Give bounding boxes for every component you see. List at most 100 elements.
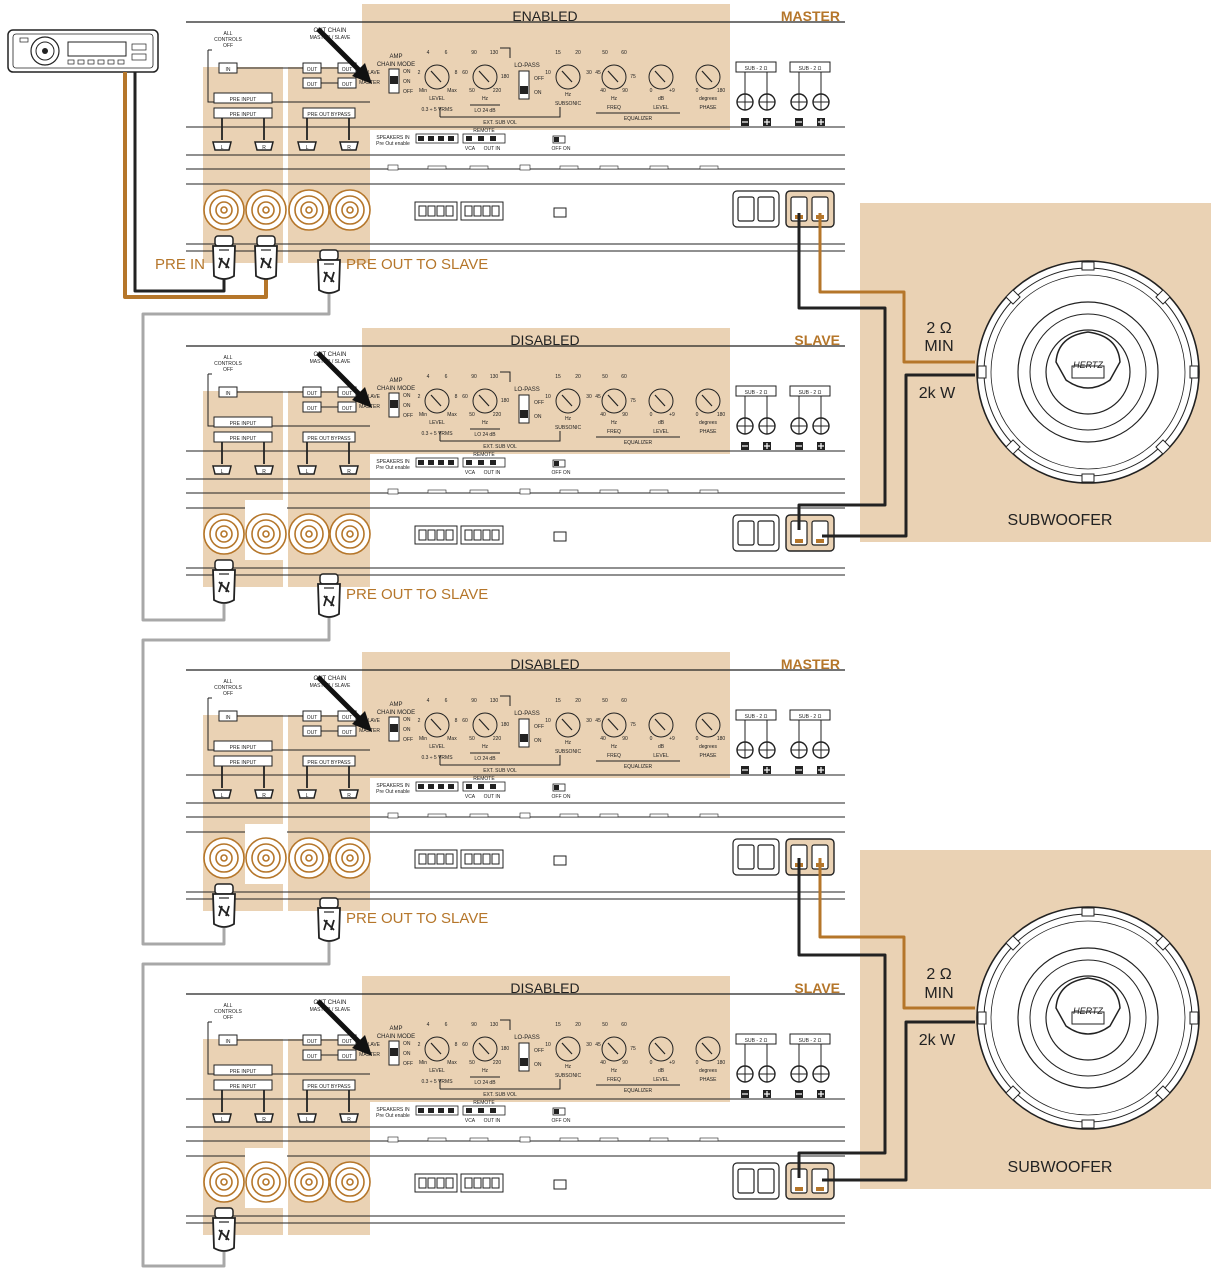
svg-text:8: 8	[455, 70, 458, 76]
svg-text:0: 0	[696, 1060, 699, 1066]
svg-text:OUT IN: OUT IN	[484, 1118, 501, 1124]
svg-text:75: 75	[630, 398, 636, 404]
svg-text:dB: dB	[658, 1068, 665, 1074]
subwoofer-2-brand: HERTZ	[1073, 1006, 1103, 1016]
svg-text:OUT: OUT	[307, 406, 318, 412]
svg-text:SLAVE: SLAVE	[364, 70, 380, 76]
svg-text:OFF: OFF	[534, 1048, 544, 1054]
svg-text:OFF: OFF	[403, 413, 413, 419]
svg-text:Min: Min	[419, 1060, 427, 1066]
svg-text:OFF: OFF	[223, 367, 233, 373]
svg-text:LO-PASS: LO-PASS	[514, 1035, 540, 1041]
sub-2-label: SUBWOOFER	[1008, 1159, 1113, 1176]
svg-text:15: 15	[555, 698, 561, 704]
svg-text:Max: Max	[447, 736, 457, 742]
svg-text:Pre Out enable: Pre Out enable	[376, 141, 410, 147]
svg-text:0: 0	[650, 88, 653, 94]
svg-text:LEVEL: LEVEL	[653, 105, 669, 111]
svg-text:Hz: Hz	[565, 740, 572, 746]
svg-text:8: 8	[455, 394, 458, 400]
svg-text:Hz: Hz	[565, 1064, 572, 1070]
svg-text:6: 6	[445, 50, 448, 56]
svg-text:OFF ON: OFF ON	[552, 794, 571, 800]
sub-1-power: 2k W	[919, 385, 956, 402]
svg-text:LEVEL: LEVEL	[429, 96, 445, 102]
svg-text:AMP: AMP	[389, 378, 402, 384]
svg-text:OUT: OUT	[307, 1039, 318, 1045]
svg-text:10: 10	[545, 70, 551, 76]
svg-text:ON: ON	[403, 717, 411, 723]
svg-text:Min: Min	[419, 412, 427, 418]
amp-2-status: DISABLED	[510, 332, 579, 348]
svg-text:FREQ: FREQ	[607, 753, 621, 759]
svg-text:15: 15	[555, 50, 561, 56]
svg-text:0: 0	[650, 412, 653, 418]
svg-text:LEVEL: LEVEL	[653, 429, 669, 435]
svg-text:OFF: OFF	[403, 1061, 413, 1067]
svg-text:8: 8	[455, 718, 458, 724]
svg-text:0.3 ÷ 5 VRMS: 0.3 ÷ 5 VRMS	[421, 1079, 453, 1085]
svg-text:PRE INPUT: PRE INPUT	[230, 436, 257, 442]
svg-text:60: 60	[621, 374, 627, 380]
svg-text:OUT: OUT	[307, 67, 318, 73]
svg-text:SLAVE: SLAVE	[364, 1042, 380, 1048]
svg-text:40: 40	[600, 1060, 606, 1066]
amp-headers: ENABLED MASTER DISABLED SLAVE DISABLED M…	[510, 8, 840, 996]
svg-text:degrees: degrees	[699, 744, 718, 750]
svg-text:60: 60	[462, 70, 468, 76]
svg-text:LEVEL: LEVEL	[429, 1068, 445, 1074]
svg-text:40: 40	[600, 736, 606, 742]
svg-text:SUBSONIC: SUBSONIC	[555, 101, 582, 107]
svg-text:VCA: VCA	[465, 794, 476, 800]
svg-text:+9: +9	[669, 736, 675, 742]
svg-text:OUT: OUT	[307, 82, 318, 88]
svg-text:SUBSONIC: SUBSONIC	[555, 749, 582, 755]
svg-text:R: R	[262, 145, 266, 151]
svg-text:4: 4	[427, 698, 430, 704]
unused-jacks	[245, 500, 287, 1208]
svg-text:Hz: Hz	[565, 416, 572, 422]
svg-text:CHAIN MODE: CHAIN MODE	[377, 710, 415, 716]
svg-text:2: 2	[418, 718, 421, 724]
amp-1-role: MASTER	[781, 8, 840, 24]
svg-text:EXT. SUB VOL: EXT. SUB VOL	[483, 768, 517, 774]
svg-text:CONTROLS: CONTROLS	[214, 685, 242, 691]
svg-text:OUT CHAIN: OUT CHAIN	[314, 1000, 347, 1006]
svg-text:IN: IN	[226, 391, 231, 397]
svg-text:LO-PASS: LO-PASS	[514, 387, 540, 393]
svg-text:OUT CHAIN: OUT CHAIN	[314, 676, 347, 682]
svg-text:8: 8	[455, 1042, 458, 1048]
svg-text:AMP: AMP	[389, 54, 402, 60]
svg-text:IN: IN	[226, 67, 231, 73]
svg-text:ON: ON	[403, 1041, 411, 1047]
svg-text:2: 2	[418, 70, 421, 76]
svg-text:220: 220	[493, 1060, 502, 1066]
svg-text:REMOTE: REMOTE	[473, 1100, 495, 1106]
pre-out-label-2: PRE OUT TO SLAVE	[346, 586, 488, 603]
amp-3-status: DISABLED	[510, 656, 579, 672]
svg-text:75: 75	[630, 722, 636, 728]
svg-text:Max: Max	[447, 88, 457, 94]
svg-text:OFF ON: OFF ON	[552, 470, 571, 476]
svg-text:L: L	[221, 1117, 224, 1123]
svg-text:Hz: Hz	[611, 420, 618, 426]
svg-text:SPEAKERS IN: SPEAKERS IN	[376, 1107, 410, 1113]
svg-text:LO 24 dB: LO 24 dB	[474, 756, 496, 762]
svg-text:60: 60	[621, 50, 627, 56]
svg-text:OFF: OFF	[223, 43, 233, 49]
svg-text:ON: ON	[403, 69, 411, 75]
speaker-cables	[797, 213, 975, 1182]
svg-text:OUT CHAIN: OUT CHAIN	[314, 28, 347, 34]
svg-text:6: 6	[445, 698, 448, 704]
svg-text:CHAIN MODE: CHAIN MODE	[377, 62, 415, 68]
svg-text:PHASE: PHASE	[700, 1077, 718, 1083]
svg-text:SLAVE: SLAVE	[364, 394, 380, 400]
svg-text:IN: IN	[226, 1039, 231, 1045]
svg-text:60: 60	[621, 698, 627, 704]
svg-text:OFF: OFF	[403, 89, 413, 95]
svg-text:180: 180	[501, 722, 510, 728]
svg-text:45: 45	[595, 70, 601, 76]
svg-text:4: 4	[427, 50, 430, 56]
svg-text:4: 4	[427, 374, 430, 380]
svg-text:dB: dB	[658, 744, 665, 750]
